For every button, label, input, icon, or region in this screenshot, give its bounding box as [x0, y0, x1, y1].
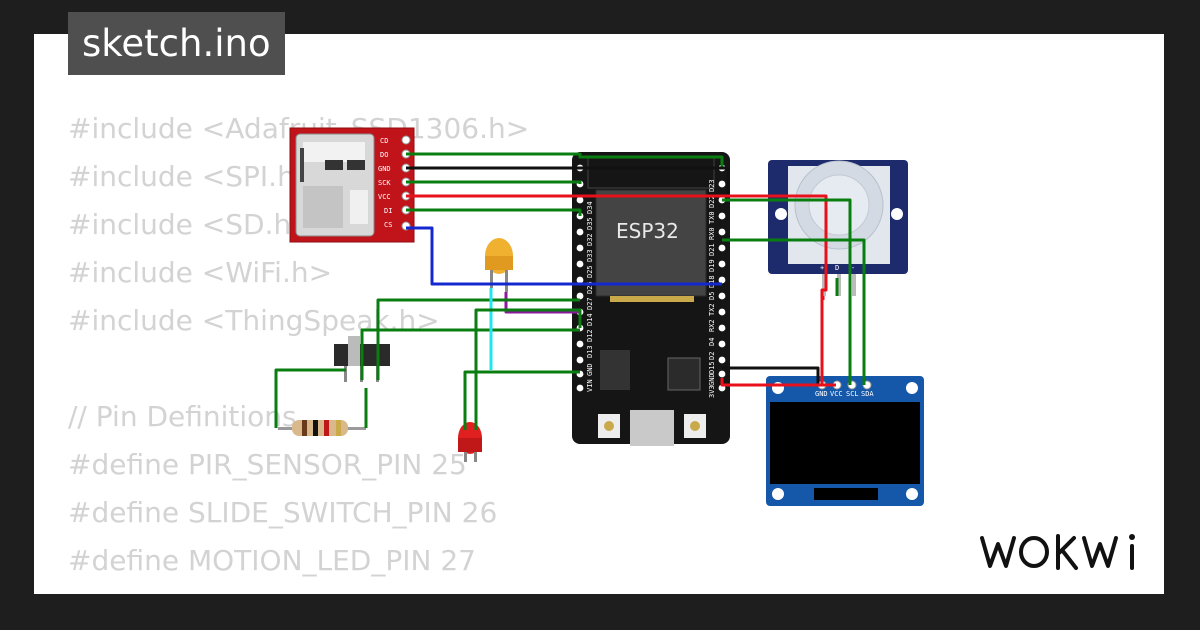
code-line: #define MOTION_LED_PIN 27	[68, 544, 476, 577]
wire-red	[720, 378, 836, 387]
esp32-chip-label: ESP32	[616, 219, 679, 243]
sd-pin-label: DO	[380, 151, 388, 159]
esp32-pin-label: RX2	[708, 319, 716, 332]
sd-pin-label: VCC	[378, 193, 391, 201]
oled-pin-label: GND	[815, 390, 828, 398]
esp32-pin-label: D12	[586, 329, 594, 342]
esp32-pin-label: RX0	[708, 227, 716, 240]
esp32-pin-label: D35	[586, 217, 594, 230]
esp32-pin-label: GND	[708, 373, 716, 386]
esp32-pin-label: D5	[708, 292, 716, 300]
resistor[interactable]	[278, 420, 366, 436]
sd-pin-label: GND	[378, 165, 391, 173]
esp32-left-pin-labels: D34 D35 D32 D33 D25 D26 D27 D14 D12 D13 …	[586, 201, 594, 392]
esp32-pin-label: VIN	[586, 379, 594, 392]
wire-black	[722, 366, 820, 385]
esp32-pin-label: D23	[708, 179, 716, 192]
esp32-pin-label: D2	[708, 352, 716, 360]
file-name-tab[interactable]: sketch.ino	[68, 12, 285, 75]
oled-pin-labels: GND VCC SCL SDA	[815, 390, 874, 398]
esp32-pin-label: D13	[586, 345, 594, 358]
esp32-pin-label: 3V3	[708, 385, 716, 398]
wire-green	[274, 368, 346, 428]
wire-green	[360, 328, 580, 380]
wires	[274, 152, 866, 430]
wire-green	[474, 308, 582, 430]
esp32-pin-label: GND	[586, 363, 594, 376]
esp32-pin-label: D18	[708, 275, 716, 288]
esp32-pin-label: TX0	[708, 211, 716, 224]
sd-pin-labels: CD DO GND SCK VCC DI CS	[378, 137, 392, 229]
code-preview: #include <Adafruit_SSD1306.h>#include <S…	[68, 105, 529, 594]
sd-pin-label: CD	[380, 137, 388, 145]
red-led[interactable]	[458, 422, 482, 462]
code-line: #include <WiFi.h>	[68, 256, 333, 289]
oled-display[interactable]: GND VCC SCL SDA	[766, 376, 924, 506]
oled-pin-label: SDA	[861, 390, 874, 398]
preview-card: #include <Adafruit_SSD1306.h>#include <S…	[34, 34, 1164, 594]
code-line: #define SLIDE_SWITCH_PIN 26	[68, 496, 498, 529]
wire-green	[463, 370, 580, 430]
sd-pin-label: SCK	[378, 179, 391, 187]
wire-black	[406, 166, 730, 200]
esp32-pin-label: D14	[586, 313, 594, 326]
esp32-pin-label: D34	[586, 201, 594, 214]
esp32-pin-label: D32	[586, 233, 594, 246]
wire-blue	[406, 226, 722, 286]
wire-green	[406, 208, 582, 216]
esp32-pin-label: D21	[708, 243, 716, 256]
esp32-pin-label: TX2	[708, 303, 716, 316]
pir-pin-label: D	[835, 264, 839, 272]
oled-pin-label: SCL	[846, 390, 859, 398]
esp32-pin-label: D4	[708, 338, 716, 346]
esp32-board[interactable]: ESP32 D34 D35 D32 D33 D25 D26 D27	[572, 152, 730, 446]
pir-pin-label: -	[851, 264, 855, 272]
wire-green	[722, 198, 852, 385]
code-line: // Pin Definitions	[68, 400, 297, 433]
sd-pin-label: DI	[384, 207, 392, 215]
esp32-pin-label: D25	[586, 265, 594, 278]
code-line: #define PIR_SENSOR_PIN 25	[68, 448, 467, 481]
sd-pin-label: CS	[384, 221, 392, 229]
wire-green	[722, 238, 866, 385]
esp32-pin-label: D27	[586, 297, 594, 310]
code-line: #define SWITCH_LED_PIN 14	[68, 585, 529, 594]
esp32-pin-label: D19	[708, 259, 716, 272]
sd-card-module[interactable]: CD DO GND SCK VCC DI CS	[289, 127, 415, 243]
wire-red	[406, 194, 828, 386]
wire-green	[406, 180, 582, 184]
wire-green	[376, 298, 580, 380]
pir-motion-sensor[interactable]: + D -	[768, 160, 908, 296]
esp32-pin-label: D33	[586, 249, 594, 262]
yellow-led[interactable]	[485, 238, 513, 292]
oled-pin-label: VCC	[830, 390, 843, 398]
esp32-pin-label: D26	[586, 281, 594, 294]
esp32-right-pin-labels: D23 D22 TX0 RX0 D21 D19 D18 D5 TX2 RX2 D…	[708, 179, 716, 398]
esp32-pin-label: D15	[708, 361, 716, 374]
pir-pin-label: +	[820, 264, 824, 272]
wire-green	[406, 152, 724, 168]
esp32-pin-label: D22	[708, 195, 716, 208]
wokwi-logo	[980, 534, 1135, 570]
